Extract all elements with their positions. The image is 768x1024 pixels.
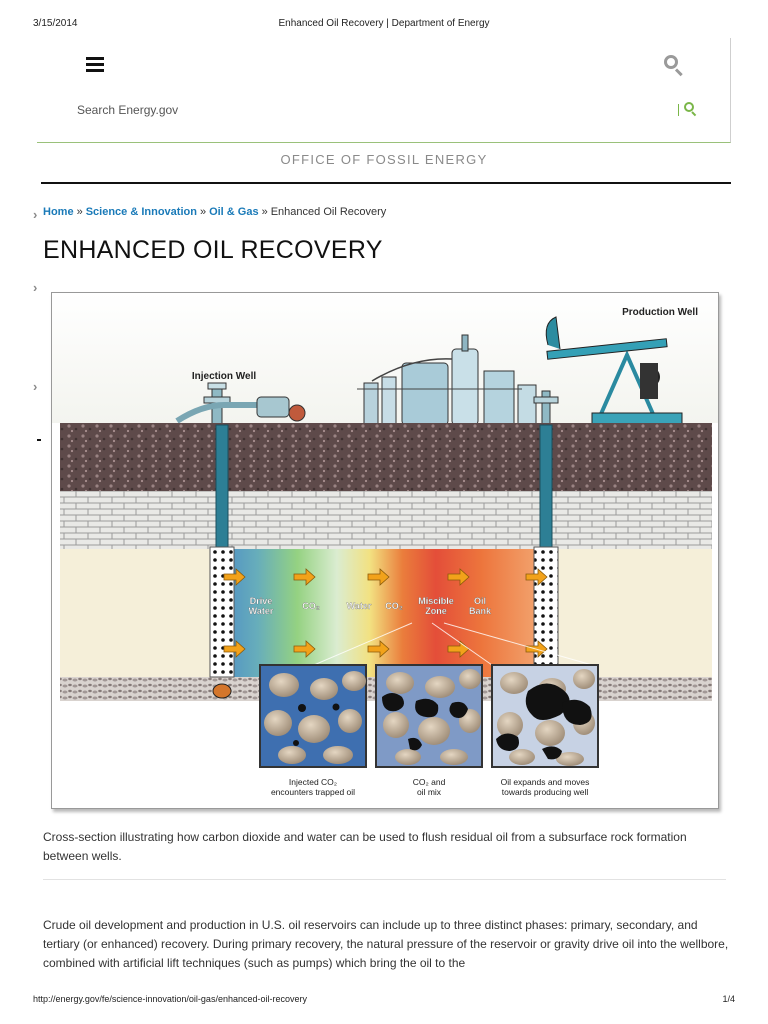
breadcrumb-separator: » (76, 206, 83, 218)
zone-label: Drive (250, 596, 273, 606)
side-dash (37, 439, 41, 441)
inset-co2-oil-mix (375, 664, 483, 768)
site-header (37, 38, 731, 143)
search-icon[interactable] (663, 54, 685, 77)
content-divider (43, 879, 726, 880)
breadcrumb-oil-gas[interactable]: Oil & Gas (209, 206, 259, 218)
injection-well-label: Injection Well (192, 371, 256, 382)
print-date: 3/15/2014 (33, 18, 78, 29)
inset-label: towards producing well (502, 787, 589, 797)
hamburger-icon[interactable] (86, 57, 104, 72)
zone-label: Zone (425, 606, 447, 616)
production-well-label: Production Well (622, 307, 698, 318)
zone-label: CO₂ (302, 601, 320, 611)
injection-wellhead (175, 382, 306, 429)
header-rule (41, 182, 731, 184)
inset-injected-co2 (259, 664, 367, 768)
inset-label: Injected CO₂ (289, 777, 337, 787)
body-paragraph: Crude oil development and production in … (43, 918, 729, 970)
zone-label: Water (347, 601, 372, 611)
search-divider (678, 104, 679, 116)
zone-label: Miscible (418, 596, 454, 606)
zone-label: Bank (469, 606, 492, 616)
zone-label: CO₂ (385, 601, 403, 611)
page-title: ENHANCED OIL RECOVERY (43, 236, 383, 264)
search-input[interactable] (77, 100, 637, 120)
breadcrumb-separator: » (199, 206, 207, 218)
breadcrumb: Home»Science & Innovation»Oil & Gas»Enha… (43, 206, 386, 218)
print-url: http://energy.gov/fe/science-innovation/… (33, 994, 307, 1004)
chevron-right-icon[interactable]: › (33, 379, 38, 394)
search-submit-icon[interactable] (684, 102, 698, 117)
figure-caption: Cross-section illustrating how carbon di… (43, 830, 687, 863)
inset-label: Oil expands and moves (501, 777, 590, 787)
chevron-right-icon[interactable]: › (33, 280, 38, 295)
zone-label: Water (249, 606, 274, 616)
print-page-number: 1/4 (722, 994, 735, 1004)
breadcrumb-home[interactable]: Home (43, 206, 74, 218)
breadcrumb-separator: » (261, 206, 268, 218)
inset-oil-expands (491, 664, 599, 768)
zone-label: Oil (474, 596, 486, 606)
inset-label: oil mix (417, 787, 442, 797)
chevron-right-icon[interactable]: › (33, 207, 38, 222)
inset-label: encounters trapped oil (271, 787, 355, 797)
office-title[interactable]: OFFICE OF FOSSIL ENERGY (280, 152, 488, 167)
breadcrumb-current: Enhanced Oil Recovery (270, 206, 387, 218)
eor-cross-section-figure: Production Well Injection Well (51, 292, 719, 809)
eor-diagram: Production Well Injection Well (52, 293, 718, 797)
inset-label: CO₂ and (413, 777, 446, 787)
processing-facility (357, 334, 537, 426)
pump-jack (533, 316, 683, 428)
print-title: Enhanced Oil Recovery | Department of En… (278, 18, 490, 29)
breadcrumb-science-innovation[interactable]: Science & Innovation (85, 206, 197, 218)
